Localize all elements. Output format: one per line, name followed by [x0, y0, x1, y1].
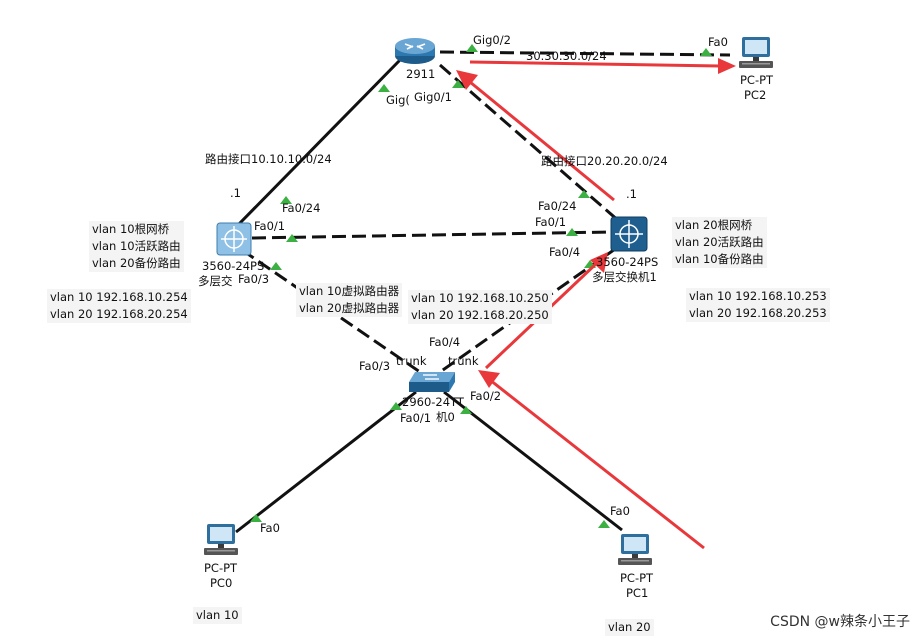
- note-line: vlan 10根网桥: [92, 222, 170, 236]
- port-indicator: [270, 262, 282, 270]
- multilayer-switch-icon[interactable]: [610, 216, 648, 252]
- note-line: vlan 20活跃路由: [675, 235, 764, 249]
- left-route-label: 路由接口10.10.10.0/24: [205, 152, 332, 166]
- port-indicator: [566, 228, 578, 236]
- note-line: vlan 10 192.168.10.253: [689, 289, 827, 303]
- note-line: vlan 20 192.168.20.254: [50, 307, 188, 321]
- note-line: vlan 10活跃路由: [92, 239, 181, 253]
- multilayer-switch-icon[interactable]: [216, 222, 252, 256]
- trunk-label: trunk: [396, 354, 427, 368]
- traffic-arrowhead: [456, 70, 478, 90]
- msw1-ip-note: vlan 10 192.168.10.253 vlan 20 192.168.2…: [686, 288, 830, 322]
- link-msw0-msw1: [251, 230, 613, 240]
- port-indicator: [286, 234, 298, 242]
- port-label: Fa0/1: [400, 411, 432, 425]
- msw0-ip-note: vlan 10 192.168.10.254 vlan 20 192.168.2…: [47, 289, 191, 323]
- router-icon[interactable]: [393, 35, 437, 65]
- pc1-name: PC1: [626, 586, 649, 600]
- port-label: Fa0: [708, 35, 728, 49]
- note-line: vlan 20备份路由: [92, 256, 181, 270]
- port-indicator: [578, 190, 590, 198]
- link-router-msw0: [236, 58, 402, 227]
- port-label: Fa0/24: [538, 199, 577, 213]
- port-indicator: [466, 44, 478, 52]
- port-label: Gig0/1: [414, 90, 452, 104]
- traffic-arrowhead: [718, 58, 736, 74]
- port-label: Fa0/3: [238, 272, 270, 286]
- trunk-label: trunk: [448, 354, 479, 368]
- port-label: Fa0/1: [535, 215, 567, 229]
- switch-name: 机0: [436, 410, 455, 424]
- traffic-arrow: [469, 60, 721, 68]
- pc0-vlan-note: vlan 10: [193, 607, 242, 624]
- port-label: Fa0/3: [359, 359, 391, 373]
- link-sw-pc1: [443, 390, 623, 532]
- note-line: vlan 20: [608, 620, 651, 634]
- port-label: Fa0: [610, 504, 630, 518]
- note-line: vlan 10虚拟路由器: [299, 284, 400, 298]
- virtual-router-note: vlan 10虚拟路由器 vlan 20虚拟路由器: [296, 283, 403, 317]
- note-line: vlan 10 192.168.10.250: [411, 291, 549, 305]
- msw1-type: 3560-24PS: [596, 255, 659, 269]
- pc0-name: PC0: [210, 576, 233, 590]
- virtual-ip-note: vlan 10 192.168.10.250 vlan 20 192.168.2…: [408, 290, 552, 324]
- port-label: Fa0/24: [282, 201, 321, 215]
- traffic-arrow: [469, 80, 615, 202]
- link-router-pc2: [439, 50, 731, 57]
- port-label: Gig(: [386, 93, 410, 107]
- port-indicator: [460, 406, 472, 414]
- traffic-arrowhead: [478, 370, 500, 388]
- port-indicator: [598, 520, 610, 528]
- router-name: 2911: [406, 67, 436, 81]
- link-sw-pc0: [235, 390, 417, 534]
- left-ip-suffix: .1: [230, 186, 241, 200]
- note-line: vlan 20 192.168.20.253: [689, 306, 827, 320]
- note-line: vlan 20 192.168.20.250: [411, 308, 549, 322]
- switch-type: 2960-24TT: [402, 395, 464, 409]
- pc-icon[interactable]: [202, 523, 240, 557]
- pc2-type: PC-PT: [740, 73, 774, 87]
- pc1-type: PC-PT: [620, 571, 654, 585]
- pc2-name: PC2: [744, 88, 767, 102]
- port-label: Fa0: [260, 521, 280, 535]
- pc-icon[interactable]: [737, 36, 775, 70]
- pc1-vlan-note: vlan 20: [605, 619, 654, 636]
- pc0-type: PC-PT: [204, 561, 238, 575]
- watermark: CSDN @w辣条小王子: [770, 614, 910, 630]
- port-label: Fa0/4: [429, 335, 461, 349]
- msw1-role-note: vlan 20根网桥 vlan 20活跃路由 vlan 10备份路由: [672, 217, 767, 268]
- traffic-arrow: [489, 378, 705, 550]
- msw0-role-note: vlan 10根网桥 vlan 10活跃路由 vlan 20备份路由: [89, 221, 184, 272]
- port-indicator: [452, 80, 464, 88]
- port-indicator: [378, 84, 390, 92]
- right-ip-suffix: .1: [626, 187, 637, 201]
- msw0-name: 多层交: [198, 274, 233, 288]
- note-line: vlan 10: [196, 608, 239, 622]
- port-indicator: [390, 402, 402, 410]
- pc-icon[interactable]: [616, 533, 654, 567]
- note-line: vlan 10备份路由: [675, 252, 764, 266]
- note-line: vlan 20虚拟路由器: [299, 301, 400, 315]
- port-label: Fa0/1: [254, 219, 286, 233]
- msw1-name: 多层交换机1: [592, 270, 657, 284]
- note-line: vlan 10 192.168.10.254: [50, 290, 188, 304]
- port-indicator: [700, 48, 712, 56]
- port-label: Fa0/2: [470, 389, 502, 403]
- msw0-type: 3560-24PS: [202, 259, 265, 273]
- switch-icon[interactable]: [407, 368, 457, 394]
- port-label: Gig0/2: [473, 33, 511, 47]
- port-indicator: [250, 514, 262, 522]
- port-label: Fa0/4: [549, 245, 581, 259]
- traffic-arrowhead: [590, 252, 608, 273]
- right-route-label: 路由接口20.20.20.0/24: [541, 154, 668, 168]
- port-indicator: [280, 196, 292, 204]
- note-line: vlan 20根网桥: [675, 218, 753, 232]
- wan-subnet-label: 30.30.30.0/24: [526, 49, 607, 63]
